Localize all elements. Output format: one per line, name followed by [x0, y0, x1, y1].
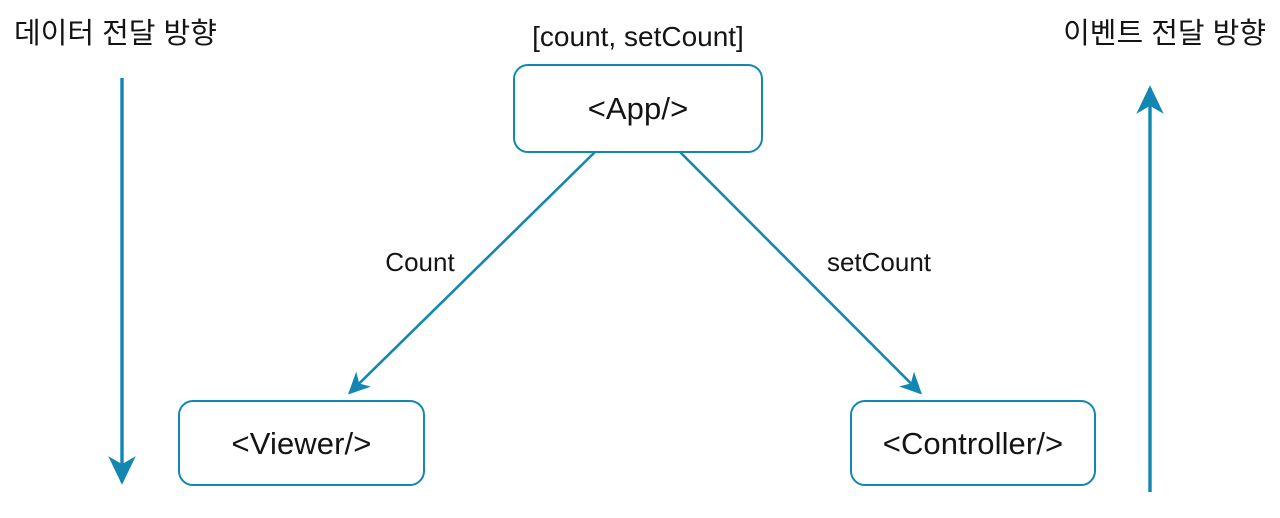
node-app[interactable]: <App/>: [513, 64, 763, 153]
node-controller-label: <Controller/>: [882, 425, 1064, 461]
node-app-label: <App/>: [587, 91, 689, 126]
edge-label-count: Count: [385, 247, 455, 277]
app-state-label: [count, setCount]: [532, 21, 744, 52]
edge-app-to-viewer: [348, 151, 596, 395]
data-flow-direction-label: 데이터 전달 방향: [14, 18, 217, 50]
node-viewer-label: <Viewer/>: [231, 425, 372, 461]
edge-app-to-controller: [679, 151, 922, 395]
node-controller[interactable]: <Controller/>: [850, 400, 1096, 486]
edge-label-setcount: setCount: [826, 247, 932, 277]
event-flow-direction-label: 이벤트 전달 방향: [1063, 18, 1266, 50]
node-viewer[interactable]: <Viewer/>: [178, 400, 425, 486]
